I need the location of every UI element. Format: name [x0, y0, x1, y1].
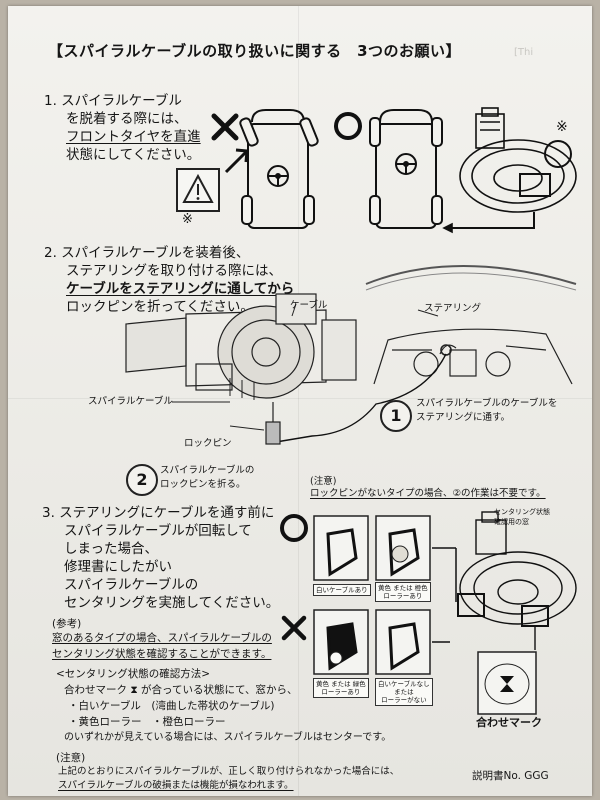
paper-fold [8, 398, 592, 399]
step2-line2: ステアリングを取り付ける際には、 [66, 263, 282, 279]
reference-line: 窓のあるタイプの場合、スパイラルケーブルの [52, 632, 272, 644]
caption-white-cable: 白いケーブルあり [313, 584, 371, 596]
note-mark: ※ [182, 212, 193, 227]
warning-triangle-icon [182, 173, 214, 203]
spiral-cable-module [442, 107, 577, 234]
label-lock-pin: ロックピン [184, 438, 232, 449]
centering-window-diagrams [280, 511, 577, 715]
note-heading: (注意) [56, 752, 86, 764]
caption-text: 黄色 または 緑色 [316, 680, 366, 688]
sub-step-1-badge: 1 [380, 400, 412, 432]
note-mark: ※ [556, 119, 568, 135]
caption-text: 白いケーブルあり [316, 586, 368, 594]
reference-line: センタリング状態を確認することができます。 [52, 648, 272, 660]
window-label: センタリング状態 [494, 508, 550, 516]
arrow-icon [224, 148, 249, 174]
method-line: のいずれかが見えている場合には、スパイラルケーブルはセンターです。 [64, 732, 392, 743]
centering-marks [229, 378, 255, 400]
ng-cross-icon [281, 615, 307, 641]
step1-line2: を脱着する際には、 [66, 111, 188, 127]
paper-fold [298, 6, 299, 796]
caption-text: ローラーあり [321, 688, 361, 696]
label-spiral-cable: スパイラルケーブル [88, 396, 173, 407]
caption-no-cable: 白いケーブルなしまたはローラーがない [375, 678, 433, 706]
step1-line4: 状態にしてください。 [66, 147, 201, 163]
document-title: 【スパイラルケーブルの取り扱いに関する 3つのお願い】 [48, 42, 462, 60]
caption-text: 黄色 または 橙色 [378, 584, 428, 592]
wrong-cross-icon [211, 113, 239, 141]
caption-ng-roller: 黄色 または 緑色ローラーあり [313, 678, 369, 698]
window-label: 確認用の窓 [494, 518, 529, 526]
faint-stamp: [Thi [514, 47, 534, 58]
step3-line2: スパイラルケーブルが回転して [64, 523, 252, 539]
method-heading: <センタリング状態の確認方法> [56, 668, 211, 680]
instruction-sheet: 【スパイラルケーブルの取り扱いに関する 3つのお願い】 [Thi 1. スパイラ… [8, 6, 592, 796]
step3-line4: 修理書にしたがい [64, 559, 172, 575]
method-line: 合わせマーク ⧗ が合っている状態にて、窓から、 [64, 684, 298, 696]
warning-label [176, 168, 220, 212]
ok-circle-icon [280, 514, 308, 542]
method-line: ・黄色ローラー ・橙色ローラー [68, 716, 226, 728]
caption-text: ローラーあり [383, 592, 423, 600]
caution-text: ロックピンがないタイプの場合、②の作業は不要です。 [310, 488, 546, 499]
tire-direction-diagrams [211, 107, 577, 234]
method-line: ・白いケーブル (湾曲した帯状のケーブル) [68, 700, 275, 712]
reference-heading: (参考) [52, 618, 82, 630]
note-line: スパイラルケーブルの破損または機能が損なわれます。 [58, 780, 294, 791]
step3-line1: 3. ステアリングにケーブルを通す前に [42, 505, 275, 521]
sub-step-1-text: ステアリングに通す。 [416, 412, 511, 423]
caution-heading: (注意) [310, 476, 337, 487]
caption-text: または [394, 688, 414, 696]
step1-line1: 1. スパイラルケーブル [44, 93, 182, 109]
caption-text: 白いケーブルなし [378, 680, 430, 688]
step3-line3: しまった場合、 [64, 541, 158, 557]
step2-line4: ロックピンを折ってください。 [66, 299, 254, 315]
label-steering: ステアリング [424, 303, 482, 314]
step1-line3: フロントタイヤを直進 [66, 129, 201, 145]
step3-line6: センタリングを実施してください。 [64, 595, 280, 611]
caption-yellow-roller: 黄色 または 橙色ローラーあり [375, 582, 431, 602]
step2-line3: ケーブルをステアリングに通してから [66, 281, 295, 297]
car-wheels-turned [239, 109, 319, 229]
sub-step-2-badge: 2 [126, 464, 158, 496]
step3-line5: スパイラルケーブルの [64, 577, 199, 593]
step2-line1: 2. スパイラルケーブルを装着後、 [44, 245, 250, 261]
sub-step-1-text: スパイラルケーブルのケーブルを [416, 398, 558, 409]
caption-text: ローラーがない [381, 696, 427, 704]
manual-number: 説明書No. GGG [472, 770, 549, 782]
label-cable: ケーブル [290, 300, 328, 311]
alignment-mark-label: 合わせマーク [476, 716, 542, 729]
sub-step-2-text: スパイラルケーブルの [160, 465, 255, 476]
sub-step-2-text: ロックピンを折る。 [160, 479, 246, 490]
steering-cable-diagram [125, 265, 577, 445]
car-wheels-straight [369, 109, 443, 229]
note-line: 上記のとおりにスパイラルケーブルが、正しく取り付けられなかった場合には、 [58, 766, 400, 777]
correct-circle-icon [334, 112, 362, 140]
